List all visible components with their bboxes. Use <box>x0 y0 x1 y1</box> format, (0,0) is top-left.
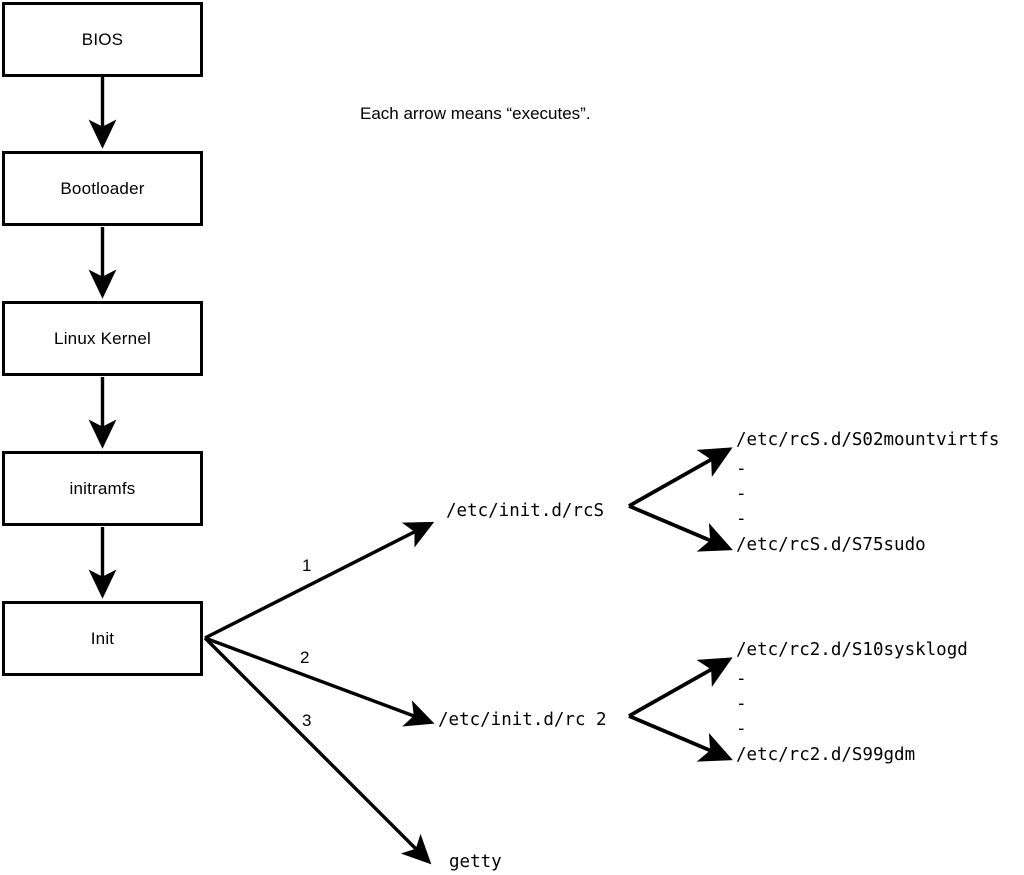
arrow-legend-note: Each arrow means “executes”. <box>360 104 591 123</box>
node-label-bios: BIOS <box>81 30 124 49</box>
script-ellipsis-rcs-3: - <box>736 509 747 529</box>
branch-number-1: 1 <box>302 556 312 575</box>
arrow-init-to-rcs <box>204 521 435 640</box>
script-label-rcs-first[interactable]: /etc/rcS.d/S02mountvirtfs <box>736 430 1000 450</box>
arrow-rcs-to-last-script <box>628 504 733 552</box>
node-label-initramfs: initramfs <box>69 479 136 498</box>
branch-number-2: 2 <box>300 648 310 667</box>
node-label-linux-kernel: Linux Kernel <box>54 329 151 348</box>
node-box-linux-kernel[interactable]: Linux Kernel <box>2 301 203 376</box>
node-label-bootloader: Bootloader <box>60 179 145 198</box>
arrow-rc2-to-first-script <box>628 657 733 718</box>
script-label-rc2[interactable]: /etc/init.d/rc 2 <box>438 710 607 730</box>
script-label-rc2-first[interactable]: /etc/rc2.d/S10sysklogd <box>736 640 968 660</box>
script-ellipsis-rc2-2: - <box>736 694 747 714</box>
script-ellipsis-rc2-1: - <box>736 669 747 689</box>
script-label-getty[interactable]: getty <box>449 852 502 872</box>
node-label-init: Init <box>90 629 115 648</box>
node-box-initramfs[interactable]: initramfs <box>2 451 203 526</box>
script-label-rcs-last[interactable]: /etc/rcS.d/S75sudo <box>736 535 926 555</box>
script-ellipsis-rc2-3: - <box>736 719 747 739</box>
arrow-rcs-to-first-script <box>628 447 733 508</box>
script-ellipsis-rcs-1: - <box>736 459 747 479</box>
node-box-init[interactable]: Init <box>2 601 203 676</box>
script-label-rc2-last[interactable]: /etc/rc2.d/S99gdm <box>736 745 916 765</box>
arrow-init-to-rc2 <box>204 636 435 727</box>
arrow-init-to-getty <box>203 636 432 865</box>
branch-number-3: 3 <box>302 711 312 730</box>
arrow-rc2-to-last-script <box>628 714 733 762</box>
script-ellipsis-rcs-2: - <box>736 484 747 504</box>
node-box-bios[interactable]: BIOS <box>2 2 203 77</box>
script-label-rcs[interactable]: /etc/init.d/rcS <box>446 501 605 521</box>
node-box-bootloader[interactable]: Bootloader <box>2 151 203 226</box>
